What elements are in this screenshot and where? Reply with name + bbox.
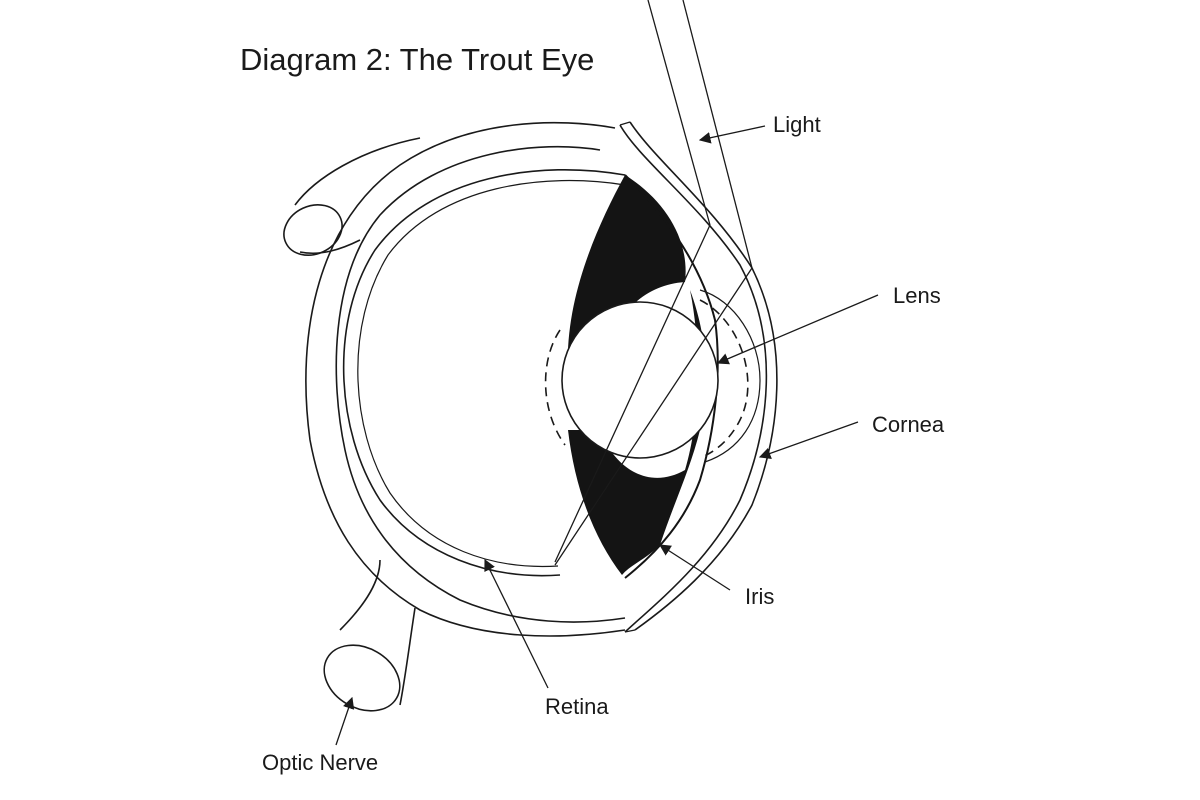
arrow-optic-nerve bbox=[335, 696, 355, 746]
arrow-cornea bbox=[758, 421, 859, 459]
arrow-iris bbox=[659, 544, 731, 591]
label-light: Light bbox=[773, 112, 821, 137]
arrow-lens bbox=[716, 294, 879, 365]
label-iris: Iris bbox=[745, 584, 774, 609]
optic-nerve bbox=[323, 559, 416, 712]
label-lens: Lens bbox=[893, 283, 941, 308]
lens-shape bbox=[544, 289, 761, 463]
label-cornea: Cornea bbox=[872, 412, 945, 437]
diagram-title: Diagram 2: The Trout Eye bbox=[240, 42, 594, 77]
label-optic-nerve: Optic Nerve bbox=[262, 750, 378, 775]
arrow-retina bbox=[484, 558, 549, 689]
arrow-light bbox=[698, 125, 766, 144]
cornea-shape bbox=[619, 121, 778, 633]
light-rays bbox=[554, 0, 753, 566]
eyeball-outer bbox=[305, 121, 626, 637]
eyeball-inner bbox=[342, 168, 626, 577]
label-retina: Retina bbox=[545, 694, 609, 719]
upper-muscle bbox=[283, 137, 421, 256]
